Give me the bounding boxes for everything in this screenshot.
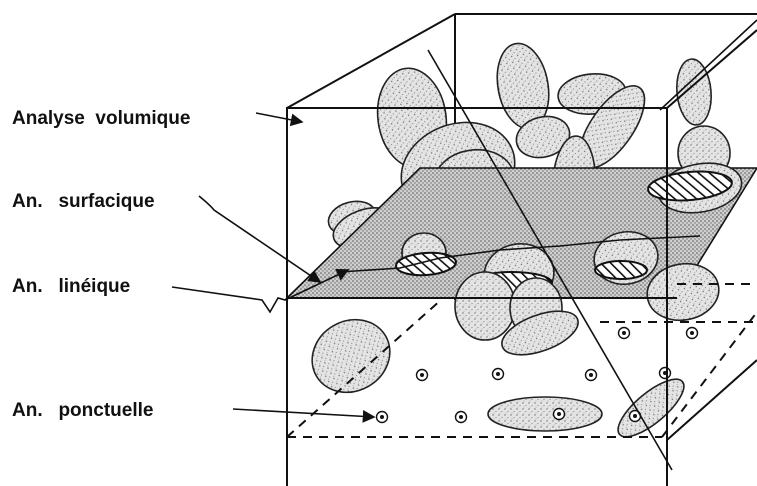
test-point	[417, 370, 428, 381]
label-volume-group: Analyse volumique	[12, 108, 302, 129]
test-point	[660, 368, 671, 379]
test-point	[586, 370, 597, 381]
label-line: An. linéique	[12, 276, 130, 297]
label-volume: Analyse volumique	[12, 108, 190, 129]
label-point-group: An. ponctuelle	[12, 400, 374, 421]
label-surface-group: An. surfacique	[12, 191, 320, 282]
label-surface: An. surfacique	[12, 191, 155, 212]
label-point: An. ponctuelle	[12, 400, 153, 421]
test-point	[377, 412, 388, 423]
test-point	[493, 369, 504, 380]
test-point	[554, 409, 565, 420]
test-point	[687, 328, 698, 339]
test-point	[456, 412, 467, 423]
test-point	[619, 328, 630, 339]
